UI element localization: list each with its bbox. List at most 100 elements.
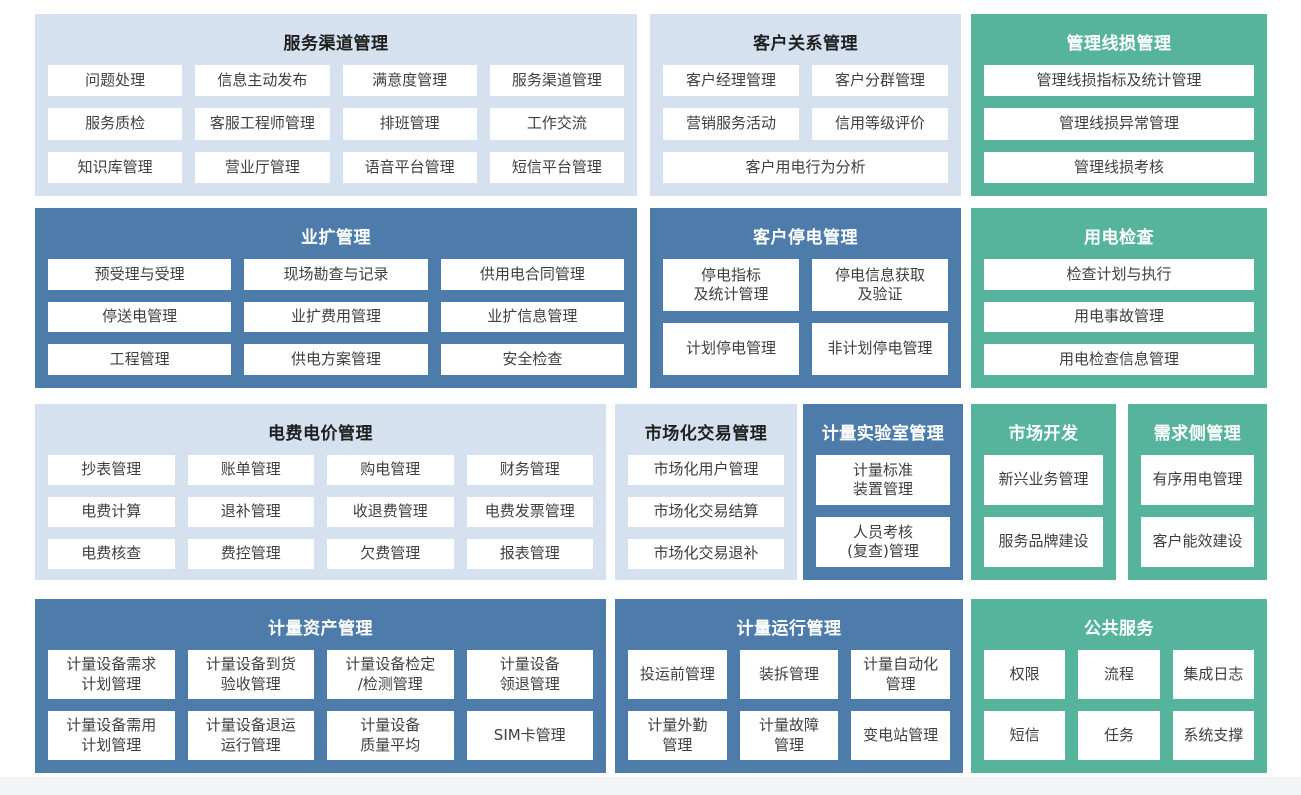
module-item: 流程 xyxy=(1078,650,1160,699)
block-items: 计量设备需求 计划管理计量设备到货 验收管理计量设备检定 /检测管理计量设备 领… xyxy=(48,650,593,760)
module-item: 供用电合同管理 xyxy=(440,259,624,290)
module-item: 服务渠道管理 xyxy=(489,65,624,97)
module-item: 费控管理 xyxy=(187,539,314,569)
module-item: 营业厅管理 xyxy=(195,151,330,183)
block-items: 市场化用户管理市场化交易结算市场化交易退补 xyxy=(628,455,784,569)
block-market-trade-management: 市场化交易管理 市场化用户管理市场化交易结算市场化交易退补 xyxy=(615,404,797,580)
block-items: 新兴业务管理服务品牌建设 xyxy=(984,455,1103,567)
block-items: 有序用电管理客户能效建设 xyxy=(1141,455,1254,567)
bottom-margin-strip xyxy=(0,777,1301,795)
module-item: 财务管理 xyxy=(466,455,593,485)
module-item: 客户用电行为分析 xyxy=(663,151,948,183)
module-item: 业扩费用管理 xyxy=(244,301,428,333)
module-item: 客服工程师管理 xyxy=(195,108,330,140)
module-item: 退补管理 xyxy=(187,497,314,527)
module-item: 工程管理 xyxy=(48,344,232,375)
block-title: 业扩管理 xyxy=(301,228,371,248)
module-item: 任务 xyxy=(1078,711,1160,760)
module-item: 新兴业务管理 xyxy=(984,455,1103,505)
module-item: 语音平台管理 xyxy=(342,151,477,183)
module-item: 系统支撑 xyxy=(1172,711,1254,760)
block-title: 计量实验室管理 xyxy=(821,424,945,444)
module-item: 非计划停电管理 xyxy=(812,323,948,375)
block-items: 抄表管理账单管理购电管理财务管理电费计算退补管理收退费管理电费发票管理电费核查费… xyxy=(48,455,593,569)
module-item: 收退费管理 xyxy=(327,497,454,527)
module-item: 电费发票管理 xyxy=(466,497,593,527)
module-item: 装拆管理 xyxy=(739,650,839,699)
module-item: 计量设备到货 验收管理 xyxy=(187,650,314,699)
block-title: 计量运行管理 xyxy=(736,619,842,639)
module-item: 人员考核 (复查)管理 xyxy=(816,517,950,567)
block-title: 市场开发 xyxy=(1008,424,1079,444)
module-item: 电费核查 xyxy=(48,539,175,569)
block-electricity-fee-price-management: 电费电价管理 抄表管理账单管理购电管理财务管理电费计算退补管理收退费管理电费发票… xyxy=(35,404,606,580)
block-items: 投运前管理装拆管理计量自动化 管理计量外勤 管理计量故障 管理变电站管理 xyxy=(628,650,950,760)
block-title: 计量资产管理 xyxy=(268,619,373,639)
module-item: 排班管理 xyxy=(342,108,477,140)
block-service-channel-management: 服务渠道管理 问题处理信息主动发布满意度管理服务渠道管理服务质检客服工程师管理排… xyxy=(35,14,637,196)
block-power-use-inspection: 用电检查 检查计划与执行用电事故管理用电检查信息管理 xyxy=(971,208,1267,388)
block-title: 公共服务 xyxy=(1084,619,1154,639)
module-item: 计量设备退运 运行管理 xyxy=(187,711,314,760)
module-item: 供电方案管理 xyxy=(244,344,428,375)
module-item: 预受理与受理 xyxy=(48,259,232,290)
module-item: 计量故障 管理 xyxy=(739,711,839,760)
module-item: 有序用电管理 xyxy=(1141,455,1254,505)
module-item: 现场勘查与记录 xyxy=(244,259,428,290)
module-item: 安全检查 xyxy=(440,344,624,375)
module-item: 工作交流 xyxy=(489,108,624,140)
module-item: 市场化交易结算 xyxy=(628,497,784,527)
block-items: 预受理与受理现场勘查与记录供用电合同管理停送电管理业扩费用管理业扩信息管理工程管… xyxy=(48,259,624,375)
module-item: 计量外勤 管理 xyxy=(628,711,727,760)
module-item: 短信 xyxy=(984,711,1066,760)
block-title: 需求侧管理 xyxy=(1153,424,1242,444)
module-item: 抄表管理 xyxy=(48,455,175,485)
module-item: 营销服务活动 xyxy=(663,108,799,140)
module-item: 客户经理管理 xyxy=(663,65,799,97)
block-title: 管理线损管理 xyxy=(1066,34,1172,54)
module-item: 电费计算 xyxy=(48,497,175,527)
block-title: 客户关系管理 xyxy=(753,34,858,54)
module-item: 短信平台管理 xyxy=(489,151,624,183)
module-item: 集成日志 xyxy=(1172,650,1254,699)
module-item: 服务品牌建设 xyxy=(984,517,1103,567)
block-public-services: 公共服务 权限流程集成日志短信任务系统支撑 xyxy=(971,599,1267,773)
block-customer-outage-management: 客户停电管理 停电指标 及统计管理停电信息获取 及验证计划停电管理非计划停电管理 xyxy=(650,208,961,388)
block-metering-asset-management: 计量资产管理 计量设备需求 计划管理计量设备到货 验收管理计量设备检定 /检测管… xyxy=(35,599,606,773)
module-item: 计量设备需用 计划管理 xyxy=(48,711,175,760)
module-item: 计量设备 领退管理 xyxy=(466,650,593,699)
block-customer-relationship-management: 客户关系管理 客户经理管理客户分群管理营销服务活动信用等级评价客户用电行为分析 xyxy=(650,14,961,196)
block-metering-operation-management: 计量运行管理 投运前管理装拆管理计量自动化 管理计量外勤 管理计量故障 管理变电… xyxy=(615,599,963,773)
block-items: 停电指标 及统计管理停电信息获取 及验证计划停电管理非计划停电管理 xyxy=(663,259,948,375)
module-item: 满意度管理 xyxy=(342,65,477,97)
block-items: 检查计划与执行用电事故管理用电检查信息管理 xyxy=(984,259,1254,375)
block-market-development: 市场开发 新兴业务管理服务品牌建设 xyxy=(971,404,1116,580)
block-title: 客户停电管理 xyxy=(753,228,858,248)
block-title: 市场化交易管理 xyxy=(644,424,768,444)
module-item: 问题处理 xyxy=(48,65,183,97)
block-business-expansion-management: 业扩管理 预受理与受理现场勘查与记录供用电合同管理停送电管理业扩费用管理业扩信息… xyxy=(35,208,637,388)
module-item: 管理线损异常管理 xyxy=(984,108,1254,140)
block-items: 权限流程集成日志短信任务系统支撑 xyxy=(984,650,1254,760)
block-items: 客户经理管理客户分群管理营销服务活动信用等级评价客户用电行为分析 xyxy=(663,65,948,183)
block-metering-lab-management: 计量实验室管理 计量标准 装置管理人员考核 (复查)管理 xyxy=(803,404,963,580)
module-item: 停送电管理 xyxy=(48,301,232,333)
module-item: SIM卡管理 xyxy=(466,711,593,760)
module-item: 客户分群管理 xyxy=(812,65,948,97)
module-item: 计量设备需求 计划管理 xyxy=(48,650,175,699)
module-item: 报表管理 xyxy=(466,539,593,569)
module-item: 管理线损考核 xyxy=(984,151,1254,183)
module-item: 计量标准 装置管理 xyxy=(816,455,950,505)
module-item: 欠费管理 xyxy=(327,539,454,569)
module-item: 信用等级评价 xyxy=(812,108,948,140)
module-item: 账单管理 xyxy=(187,455,314,485)
module-item: 服务质检 xyxy=(48,108,183,140)
module-item: 变电站管理 xyxy=(851,711,950,760)
module-item: 市场化交易退补 xyxy=(628,539,784,569)
module-item: 用电检查信息管理 xyxy=(984,344,1254,375)
module-item: 客户能效建设 xyxy=(1141,517,1254,567)
module-item: 检查计划与执行 xyxy=(984,259,1254,290)
module-item: 权限 xyxy=(984,650,1066,699)
block-demand-side-management: 需求侧管理 有序用电管理客户能效建设 xyxy=(1128,404,1267,580)
